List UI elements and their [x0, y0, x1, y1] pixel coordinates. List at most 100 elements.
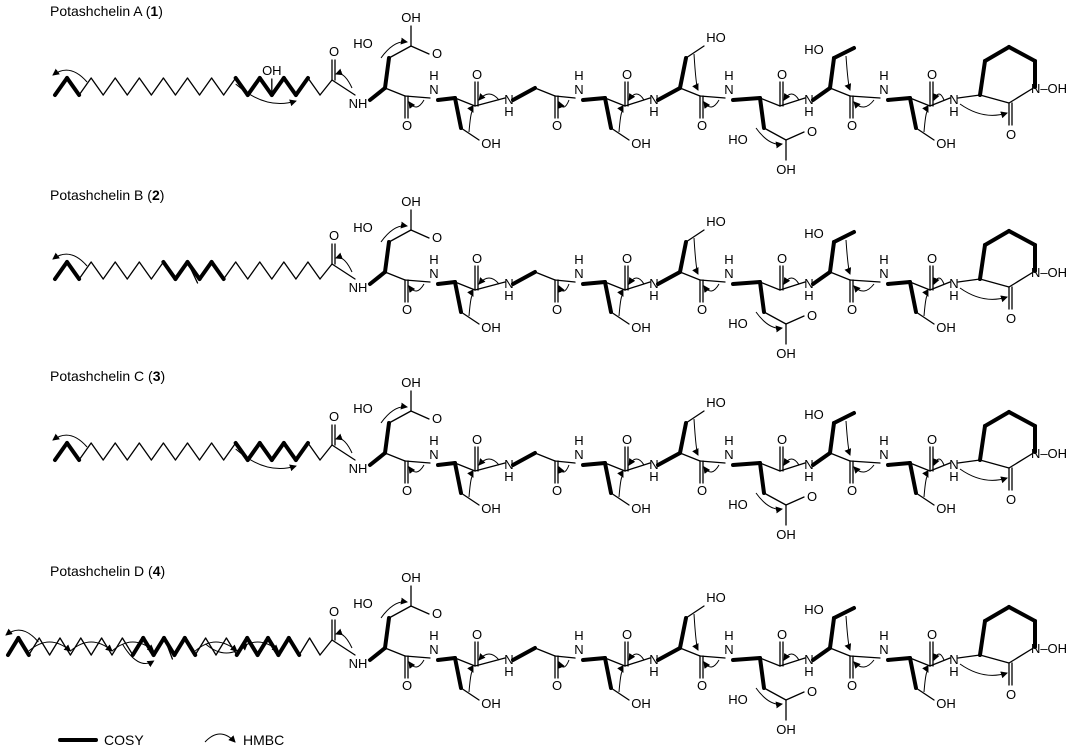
backbone-bond — [604, 462, 626, 472]
acid-hydroxyl: OH — [401, 570, 421, 585]
amide-bond — [319, 444, 333, 461]
lipid-chain-bond — [78, 77, 92, 96]
acid-oxygen: O — [432, 411, 442, 426]
lipid-chain-bond — [65, 260, 82, 281]
backbone-bond — [829, 271, 851, 281]
amide-n: N — [574, 642, 583, 657]
compound-number-close: ) — [158, 3, 163, 19]
carbonyl-oxygen: O — [329, 409, 339, 424]
lipid-chain-bond — [78, 261, 92, 280]
amide-h: H — [724, 252, 733, 267]
hmbc-arrow — [755, 492, 783, 514]
amide-bond — [331, 263, 356, 280]
hydroxyl-label: OH — [631, 136, 651, 151]
compound-title: Potashchelin B (2) — [50, 187, 164, 203]
hmbc-arrow — [933, 277, 945, 285]
acid-oxygen: O — [432, 46, 442, 61]
backbone-cosy — [581, 461, 607, 467]
side-chain-cosy — [603, 461, 613, 495]
acid-oxygen: O — [807, 489, 817, 504]
compound-name: Potashchelin D ( — [50, 563, 153, 579]
hmbc-arrow — [703, 99, 720, 109]
amide-h: H — [429, 68, 438, 83]
hydroxyl-label: OH — [936, 501, 956, 516]
backbone-bond — [909, 462, 931, 472]
hmbc-arrow — [628, 653, 645, 661]
amide-h: H — [574, 628, 583, 643]
lipid-chain-bond — [126, 442, 140, 461]
backbone-bond — [384, 271, 406, 281]
lipid-chain-bond — [215, 637, 228, 656]
acid-oxygen: O — [432, 606, 442, 621]
hmbc-arrow — [467, 665, 474, 693]
amide-n: N — [879, 447, 888, 462]
side-chain-cosy — [453, 461, 463, 495]
amide-h: H — [879, 628, 888, 643]
side-chain-bond — [763, 687, 787, 701]
lipid-chain-bond — [162, 77, 177, 96]
side-chain-cosy — [908, 461, 918, 495]
lactam-ring-bond — [1007, 45, 1037, 63]
side-chain-cosy — [603, 656, 613, 690]
hmbc-arrow — [959, 663, 1008, 679]
side-chain-bond — [685, 605, 705, 619]
amide-h: H — [949, 469, 958, 484]
compound-name: Potashchelin A ( — [50, 3, 151, 19]
lipid-chain-bond — [138, 261, 153, 280]
amide-h: H — [574, 252, 583, 267]
hydroxyl-label: OH — [936, 696, 956, 711]
compound-title: Potashchelin C (3) — [50, 368, 165, 384]
amide-n: N — [879, 82, 888, 97]
hmbc-arrow — [335, 433, 353, 454]
carbonyl-oxygen: O — [847, 678, 857, 693]
side-chain-bond — [460, 127, 480, 141]
carbonyl-oxygen: O — [697, 302, 707, 317]
hmbc-arrow — [408, 283, 425, 293]
hmbc-arrow — [52, 433, 88, 448]
acid-hydroxyl: OH — [401, 194, 421, 209]
hmbc-arrow — [478, 653, 500, 661]
hmbc-arrow — [922, 665, 929, 693]
side-chain-cosy — [758, 96, 766, 130]
lipid-chain-bond — [210, 77, 225, 96]
lipid-chain-bond — [186, 77, 201, 96]
side-chain-bond — [915, 492, 935, 506]
amide-n: N — [724, 642, 733, 657]
compound-number-close: ) — [161, 563, 166, 579]
hydroxyl-label: OH — [631, 696, 651, 711]
backbone-bond — [909, 97, 931, 107]
lipid-chain-bond — [80, 637, 92, 656]
carbonyl-oxygen: O — [927, 67, 937, 82]
hmbc-arrow — [617, 665, 624, 693]
lipid-chain-bond — [65, 441, 82, 462]
backbone-bond — [404, 279, 431, 283]
lipid-chain-bond — [307, 261, 321, 280]
lipid-chain-bond — [298, 637, 311, 656]
side-chain-cosy — [832, 230, 856, 244]
backbone-cosy — [368, 270, 387, 286]
side-chain-bond — [388, 410, 412, 424]
hmbc-arrow — [408, 464, 425, 474]
hydroxyl-label: OH — [481, 501, 501, 516]
lipid-chain-bond — [90, 261, 104, 280]
backbone-cosy — [886, 96, 912, 102]
lactam-ring-bond — [1008, 86, 1036, 104]
backbone-bond — [759, 657, 781, 667]
lipid-chain-bond — [150, 77, 165, 96]
amide-h: H — [504, 288, 513, 303]
hydroxyl-label: HO — [728, 692, 748, 707]
lipid-chain-bond — [162, 442, 177, 461]
hydroxyl-label: HO — [706, 214, 726, 229]
hydroxyl-label: HO — [706, 395, 726, 410]
lipid-chain-bond — [186, 442, 201, 461]
amide-bond — [319, 79, 333, 96]
lipid-chain-bond — [255, 636, 270, 657]
compound-name: Potashchelin C ( — [50, 368, 153, 384]
backbone-bond — [454, 462, 476, 472]
lactam-link-bond — [957, 94, 981, 99]
lipid-chain-bond — [102, 261, 116, 280]
hmbc-arrow — [335, 68, 353, 89]
backbone-cosy — [886, 656, 912, 662]
side-chain-bond — [460, 492, 480, 506]
backbone-cosy — [511, 270, 537, 286]
